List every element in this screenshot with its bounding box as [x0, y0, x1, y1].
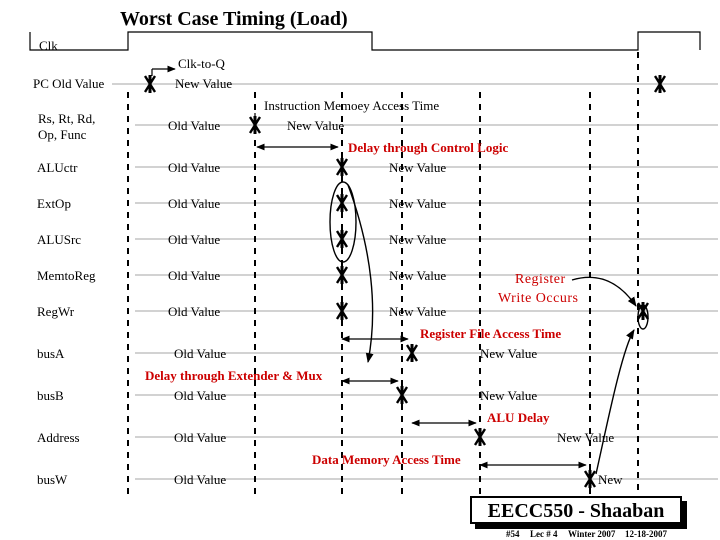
extop-old-value: Old Value — [168, 196, 221, 211]
extop-to-busb-arrow — [347, 184, 374, 363]
page-title: Worst Case Timing (Load) — [120, 8, 348, 30]
aluctr-old-value: Old Value — [168, 160, 221, 175]
address-old-value: Old Value — [174, 430, 227, 445]
aluctr-transition-mark — [335, 158, 349, 176]
slide-number: #54 — [506, 529, 520, 539]
clk-to-q-label: Clk-to-Q — [178, 56, 225, 71]
address-new-value: New Value — [557, 430, 615, 445]
regfile-access-annotation: Register File Access Time — [420, 326, 562, 341]
busa-transition-mark — [405, 344, 419, 362]
pc-label: PC Old Value — [33, 76, 105, 91]
address-transition-mark — [473, 428, 487, 446]
address-label: Address — [37, 430, 80, 445]
course-logo-text: EECC550 - Shaaban — [487, 500, 665, 522]
pc-new-value: New Value — [175, 76, 233, 91]
memtoreg-new-value: New Value — [389, 268, 447, 283]
busb-label: busB — [37, 388, 64, 403]
memtoreg-transition-mark — [335, 266, 349, 284]
rs-new-value: New Value — [287, 118, 345, 133]
alusrc-transition-mark — [335, 230, 349, 248]
lecture-number: Lec # 4 — [530, 529, 558, 539]
regwr-old-value: Old Value — [168, 304, 221, 319]
control-signals-highlight — [329, 181, 357, 263]
busa-new-value: New Value — [480, 346, 538, 361]
control-delay-annotation: Delay through Control Logic — [348, 140, 509, 155]
busw-old-value: Old Value — [174, 472, 227, 487]
date-label: 12-18-2007 — [625, 529, 667, 539]
pc-transition-mark — [143, 75, 157, 93]
aluctr-new-value: New Value — [389, 160, 447, 175]
busw-label: busW — [37, 472, 68, 487]
rs-label-line2: Op, Func — [38, 127, 87, 142]
busb-new-value: New Value — [480, 388, 538, 403]
regwr-label: RegWr — [37, 304, 75, 319]
register-write-arrow — [571, 276, 637, 307]
alusrc-label: ALUSrc — [37, 232, 82, 247]
clk-label: Clk — [39, 38, 58, 53]
busb-transition-mark — [395, 386, 409, 404]
dmem-access-annotation: Data Memory Access Time — [312, 452, 461, 467]
alusrc-new-value: New Value — [389, 232, 447, 247]
busw-to-write-arrow — [595, 329, 635, 475]
register-write-annotation-line2: Write Occurs — [498, 291, 579, 306]
extop-transition-mark — [335, 194, 349, 212]
alu-delay-annotation: ALU Delay — [487, 410, 550, 425]
course-logo: EECC550 - Shaaban — [470, 496, 682, 524]
busb-old-value: Old Value — [174, 388, 227, 403]
extop-label: ExtOp — [37, 196, 71, 211]
busw-new-value: New — [598, 472, 623, 487]
register-write-annotation-line1: Register — [515, 272, 566, 287]
term-label: Winter 2007 — [568, 529, 616, 539]
extop-new-value: New Value — [389, 196, 447, 211]
aluctr-label: ALUctr — [37, 160, 78, 175]
regwr-end-transition-mark — [636, 302, 650, 320]
alusrc-old-value: Old Value — [168, 232, 221, 247]
clock-waveform — [29, 31, 701, 51]
imem-access-annotation: Instruction Memoey Access Time — [264, 98, 440, 113]
rs-label-line1: Rs, Rt, Rd, — [38, 111, 96, 126]
memtoreg-label: MemtoReg — [37, 268, 96, 283]
rs-old-value: Old Value — [168, 118, 221, 133]
register-write-highlight — [637, 304, 649, 330]
regwr-new-value: New Value — [389, 304, 447, 319]
regwr-transition-mark — [335, 302, 349, 320]
busw-transition-mark — [583, 470, 597, 488]
pc-end-transition-mark — [653, 75, 667, 93]
extender-delay-annotation: Delay through Extender & Mux — [145, 368, 323, 383]
busa-label: busA — [37, 346, 65, 361]
memtoreg-old-value: Old Value — [168, 268, 221, 283]
busa-old-value: Old Value — [174, 346, 227, 361]
